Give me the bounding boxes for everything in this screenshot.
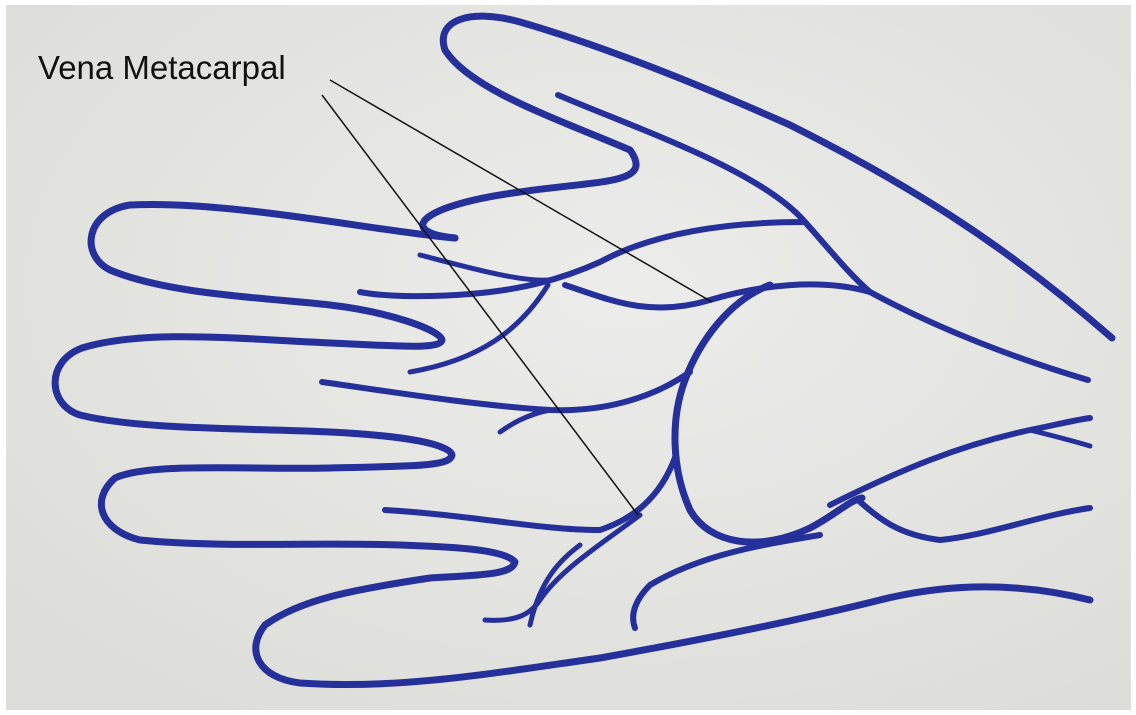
paper-background [6,5,1131,710]
vein-label: Vena Metacarpal [38,48,286,88]
hand-vein-drawing [6,5,1131,710]
